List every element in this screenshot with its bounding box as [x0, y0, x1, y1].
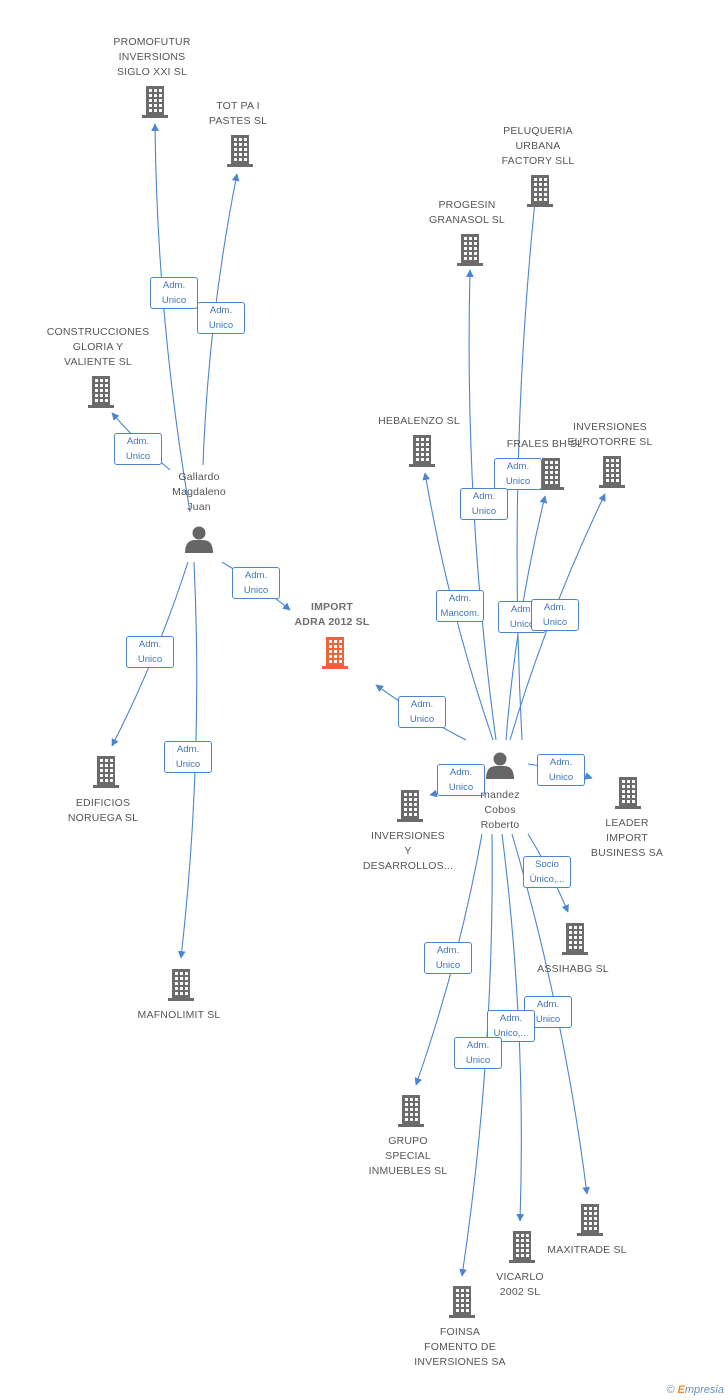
edge-label-foinsa[interactable]: Adm. Unico [454, 1037, 502, 1069]
building-icon-progesin[interactable] [457, 234, 483, 266]
building-icon-assihabg[interactable] [562, 923, 588, 955]
copyright-mark: © [666, 1384, 675, 1396]
building-icon-hebalenzo[interactable] [409, 435, 435, 467]
building-icon-eurotorre[interactable] [599, 456, 625, 488]
node-label-edificios[interactable]: EDIFICIOS NORUEGA SL [67, 797, 139, 824]
building-icon-totpai[interactable] [227, 135, 253, 167]
building-icon-peluqueria[interactable] [527, 175, 553, 207]
edge-label-import[interactable]: Adm. Unico [232, 567, 280, 599]
building-icon-vicarlo[interactable] [509, 1231, 535, 1263]
building-icon-foinsa[interactable] [449, 1286, 475, 1318]
edge-label-peluqueria[interactable]: Adm. Unico [494, 458, 542, 490]
node-label-assihabg[interactable]: ASSIHABG SL [537, 963, 609, 975]
building-icon-frales[interactable] [538, 458, 564, 490]
node-label-construcciones[interactable]: CONSTRUCCIONES GLORIA Y VALIENTE SL [46, 326, 150, 368]
node-label-totpai[interactable]: TOT PA I PASTES SL [208, 100, 268, 127]
edge-label-promofutur[interactable]: Adm. Unico [150, 277, 198, 309]
building-icon-promofutur[interactable] [142, 86, 168, 118]
edge-gallardo-promofutur [151, 123, 191, 513]
edge-label-construcciones[interactable]: Adm. Unico [114, 433, 162, 465]
edge-label-assihabg[interactable]: Socio Único,... [523, 856, 571, 888]
edge-label-import[interactable]: Adm. Unico [398, 696, 446, 728]
building-icon-import[interactable] [322, 637, 348, 669]
building-icon-maxitrade[interactable] [577, 1204, 603, 1236]
building-icon-grupo[interactable] [398, 1095, 424, 1127]
edge-label-mafnolimit[interactable]: Adm. Unico [164, 741, 212, 773]
node-label-gallardo[interactable]: Gallardo Magdaleno Juan [172, 471, 226, 513]
node-label-frales[interactable]: FRALES BH SL [506, 438, 584, 450]
edge-label-hebalenzo[interactable]: Adm. Mancom. [436, 590, 484, 622]
edge-label-inversionesy[interactable]: Adm. Unico [437, 764, 485, 796]
person-icon-fernandez[interactable] [486, 752, 514, 780]
node-label-inversionesy[interactable]: INVERSIONES Y DESARROLLOS... [362, 830, 454, 872]
node-label-maxitrade[interactable]: MAXITRADE SL [547, 1244, 627, 1256]
node-label-foinsa[interactable]: FOINSA FOMENTO DE INVERSIONES SA [414, 1326, 506, 1368]
node-label-vicarlo[interactable]: VICARLO 2002 SL [496, 1271, 544, 1298]
edge-label-grupo[interactable]: Adm. Unico [424, 942, 472, 974]
edge-label-progesin[interactable]: Adm. Unico [460, 488, 508, 520]
node-label-progesin[interactable]: PROGESIN GRANASOL SL [429, 199, 505, 226]
node-label-mafnolimit[interactable]: MAFNOLIMIT SL [137, 1009, 221, 1021]
brand-logo-e: E [677, 1384, 685, 1396]
building-icon-mafnolimit[interactable] [168, 969, 194, 1001]
brand-watermark: © Empresia [666, 1384, 724, 1396]
node-label-import[interactable]: IMPORT ADRA 2012 SL [294, 601, 370, 628]
building-icon-construcciones[interactable] [88, 376, 114, 408]
edge-label-edificios[interactable]: Adm. Unico [126, 636, 174, 668]
icons-layer [88, 86, 641, 1318]
person-icon-gallardo[interactable] [185, 526, 213, 554]
node-label-eurotorre[interactable]: INVERSIONES EUROTORRE SL [567, 421, 653, 448]
node-label-peluqueria[interactable]: PELUQUERIA URBANA FACTORY SLL [501, 125, 575, 167]
building-icon-inversionesy[interactable] [397, 790, 423, 822]
node-label-grupo[interactable]: GRUPO SPECIAL INMUEBLES SL [368, 1135, 448, 1177]
edge-label-vicarlo[interactable]: Adm. Unico,... [487, 1010, 535, 1042]
node-label-fernandez[interactable]: rnandez Cobos Roberto [480, 789, 520, 831]
brand-logo-text: mpresia [684, 1384, 724, 1396]
building-icon-leader[interactable] [615, 777, 641, 809]
node-label-promofutur[interactable]: PROMOFUTUR INVERSIONS SIGLO XXI SL [113, 36, 191, 78]
edge-label-totpai[interactable]: Adm. Unico [197, 302, 245, 334]
edge-label-eurotorre[interactable]: Adm. Unico [531, 599, 579, 631]
building-icon-edificios[interactable] [93, 756, 119, 788]
node-label-hebalenzo[interactable]: HEBALENZO SL [378, 415, 460, 427]
node-label-leader[interactable]: LEADER IMPORT BUSINESS SA [590, 817, 664, 859]
edge-label-leader[interactable]: Adm. Unico [537, 754, 585, 786]
